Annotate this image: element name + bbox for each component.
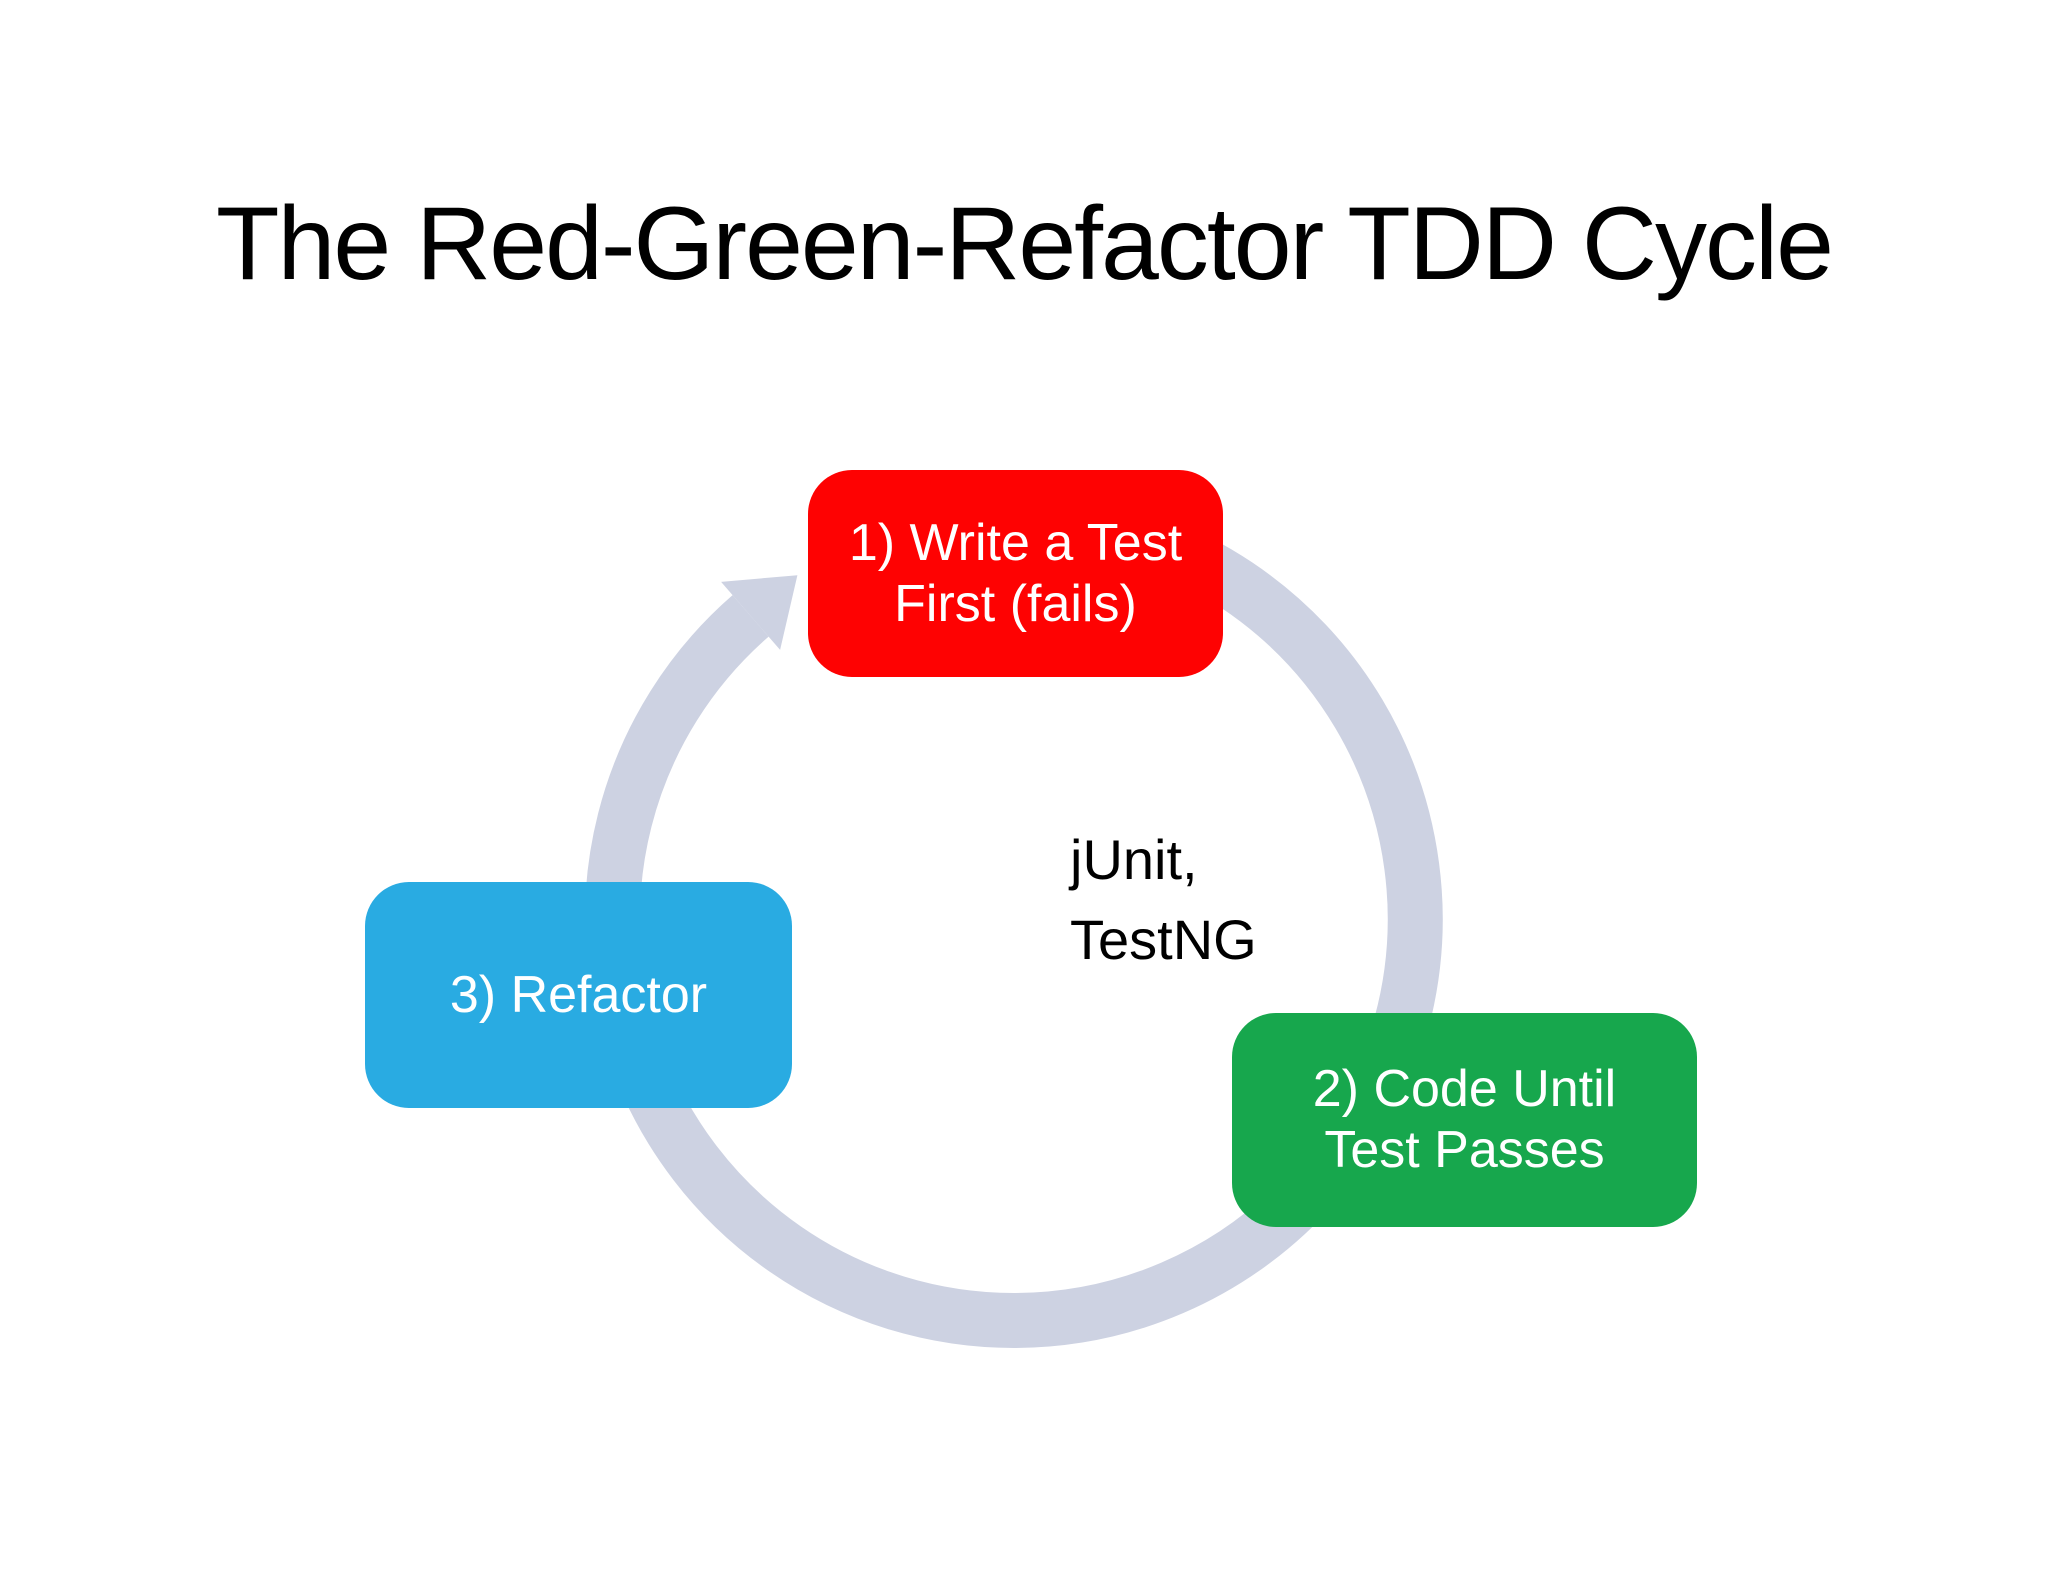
step-box-label: 1) Write a Test First (fails) <box>848 513 1183 633</box>
step-box-label: 2) Code Until Test Passes <box>1312 1060 1617 1179</box>
page-title: The Red-Green-Refactor TDD Cycle <box>216 186 1834 302</box>
step-box-refactor: 3) Refactor <box>365 882 792 1108</box>
cycle-arrow-head-icon <box>721 575 798 650</box>
cycle-center-tools-label: jUnit, TestNG <box>1070 828 1257 972</box>
step-box-write-test: 1) Write a Test First (fails) <box>808 470 1223 677</box>
step-box-code-until-pass: 2) Code Until Test Passes <box>1232 1013 1697 1227</box>
step-box-label: 3) Refactor <box>449 965 708 1024</box>
